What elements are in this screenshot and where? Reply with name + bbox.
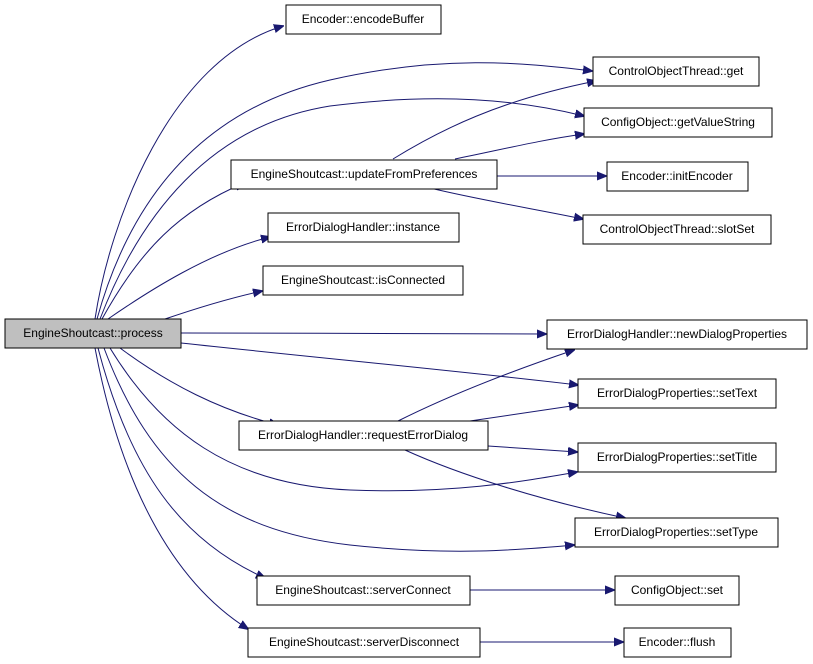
node-get-value-string[interactable]: ConfigObject::getValueString bbox=[583, 107, 773, 138]
node-new-dialog-properties[interactable]: ErrorDialogHandler::newDialogProperties bbox=[546, 319, 808, 350]
edge-process-to-encode-buffer bbox=[94, 26, 283, 320]
edge-process-to-update-from-preferences bbox=[101, 183, 244, 320]
edge-update-to-get-value-string bbox=[454, 134, 584, 160]
node-request-error-dialog-label: ErrorDialogHandler::requestErrorDialog bbox=[258, 428, 468, 442]
node-is-connected[interactable]: EngineShoutcast::isConnected bbox=[262, 265, 464, 296]
node-encode-buffer-label: Encoder::encodeBuffer bbox=[302, 12, 425, 26]
node-set-type[interactable]: ErrorDialogProperties::setType bbox=[574, 517, 779, 548]
node-slot-set-label: ControlObjectThread::slotSet bbox=[600, 222, 755, 236]
edge-request-to-set-type bbox=[404, 449, 625, 518]
node-server-disconnect-label: EngineShoutcast::serverDisconnect bbox=[269, 635, 460, 649]
node-server-disconnect[interactable]: EngineShoutcast::serverDisconnect bbox=[247, 627, 481, 658]
edge-process-to-get-value-string bbox=[99, 98, 584, 320]
edge-process-to-set-type bbox=[103, 347, 574, 552]
node-new-dialog-properties-label: ErrorDialogHandler::newDialogProperties bbox=[567, 327, 787, 341]
edge-process-to-set-title bbox=[109, 347, 577, 492]
node-server-connect[interactable]: EngineShoutcast::serverConnect bbox=[256, 575, 471, 606]
node-request-error-dialog[interactable]: ErrorDialogHandler::requestErrorDialog bbox=[238, 420, 489, 451]
edge-process-to-set-text bbox=[180, 342, 578, 385]
edge-process-to-instance bbox=[107, 237, 270, 320]
edge-update-to-slot-set bbox=[429, 187, 583, 219]
node-get-value-string-label: ConfigObject::getValueString bbox=[601, 115, 755, 129]
node-slot-set[interactable]: ControlObjectThread::slotSet bbox=[582, 214, 772, 245]
node-instance-label: ErrorDialogHandler::instance bbox=[286, 220, 440, 234]
edge-process-to-is-connected bbox=[164, 291, 262, 320]
node-set-title-label: ErrorDialogProperties::setTitle bbox=[597, 450, 758, 464]
edge-process-to-new-dialog-properties bbox=[180, 333, 546, 334]
node-instance[interactable]: ErrorDialogHandler::instance bbox=[267, 212, 460, 243]
edge-update-to-cot-get bbox=[392, 81, 596, 160]
edge-request-to-new-dialog-properties bbox=[397, 350, 574, 422]
edges bbox=[94, 26, 625, 642]
edge-request-to-set-title bbox=[487, 445, 577, 452]
node-config-set-label: ConfigObject::set bbox=[631, 583, 724, 597]
edge-process-to-server-disconnect bbox=[94, 347, 248, 629]
node-set-title[interactable]: ErrorDialogProperties::setTitle bbox=[577, 442, 777, 473]
node-process-label: EngineShoutcast::process bbox=[23, 326, 162, 340]
node-cot-get-label: ControlObjectThread::get bbox=[609, 64, 744, 78]
edge-request-to-set-text bbox=[469, 405, 578, 422]
node-flush[interactable]: Encoder::flush bbox=[623, 627, 732, 658]
node-config-set[interactable]: ConfigObject::set bbox=[614, 575, 740, 606]
node-server-connect-label: EngineShoutcast::serverConnect bbox=[275, 583, 451, 597]
node-set-text-label: ErrorDialogProperties::setText bbox=[597, 386, 758, 400]
node-init-encoder-label: Encoder::initEncoder bbox=[621, 169, 732, 183]
edge-process-to-cot-get bbox=[96, 62, 592, 320]
node-update-from-preferences-label: EngineShoutcast::updateFromPreferences bbox=[251, 167, 478, 181]
node-init-encoder[interactable]: Encoder::initEncoder bbox=[606, 161, 749, 192]
node-set-type-label: ErrorDialogProperties::setType bbox=[594, 525, 758, 539]
node-process[interactable]: EngineShoutcast::process bbox=[4, 318, 182, 349]
edge-process-to-request-error-dialog bbox=[119, 347, 278, 425]
nodes: EngineShoutcast::process Encoder::encode… bbox=[4, 4, 808, 658]
node-is-connected-label: EngineShoutcast::isConnected bbox=[281, 273, 445, 287]
edge-process-to-server-connect bbox=[97, 347, 265, 578]
node-encode-buffer[interactable]: Encoder::encodeBuffer bbox=[285, 4, 442, 35]
node-update-from-preferences[interactable]: EngineShoutcast::updateFromPreferences bbox=[230, 159, 498, 190]
node-flush-label: Encoder::flush bbox=[639, 635, 716, 649]
node-cot-get[interactable]: ControlObjectThread::get bbox=[592, 56, 760, 87]
node-set-text[interactable]: ErrorDialogProperties::setText bbox=[577, 378, 777, 409]
